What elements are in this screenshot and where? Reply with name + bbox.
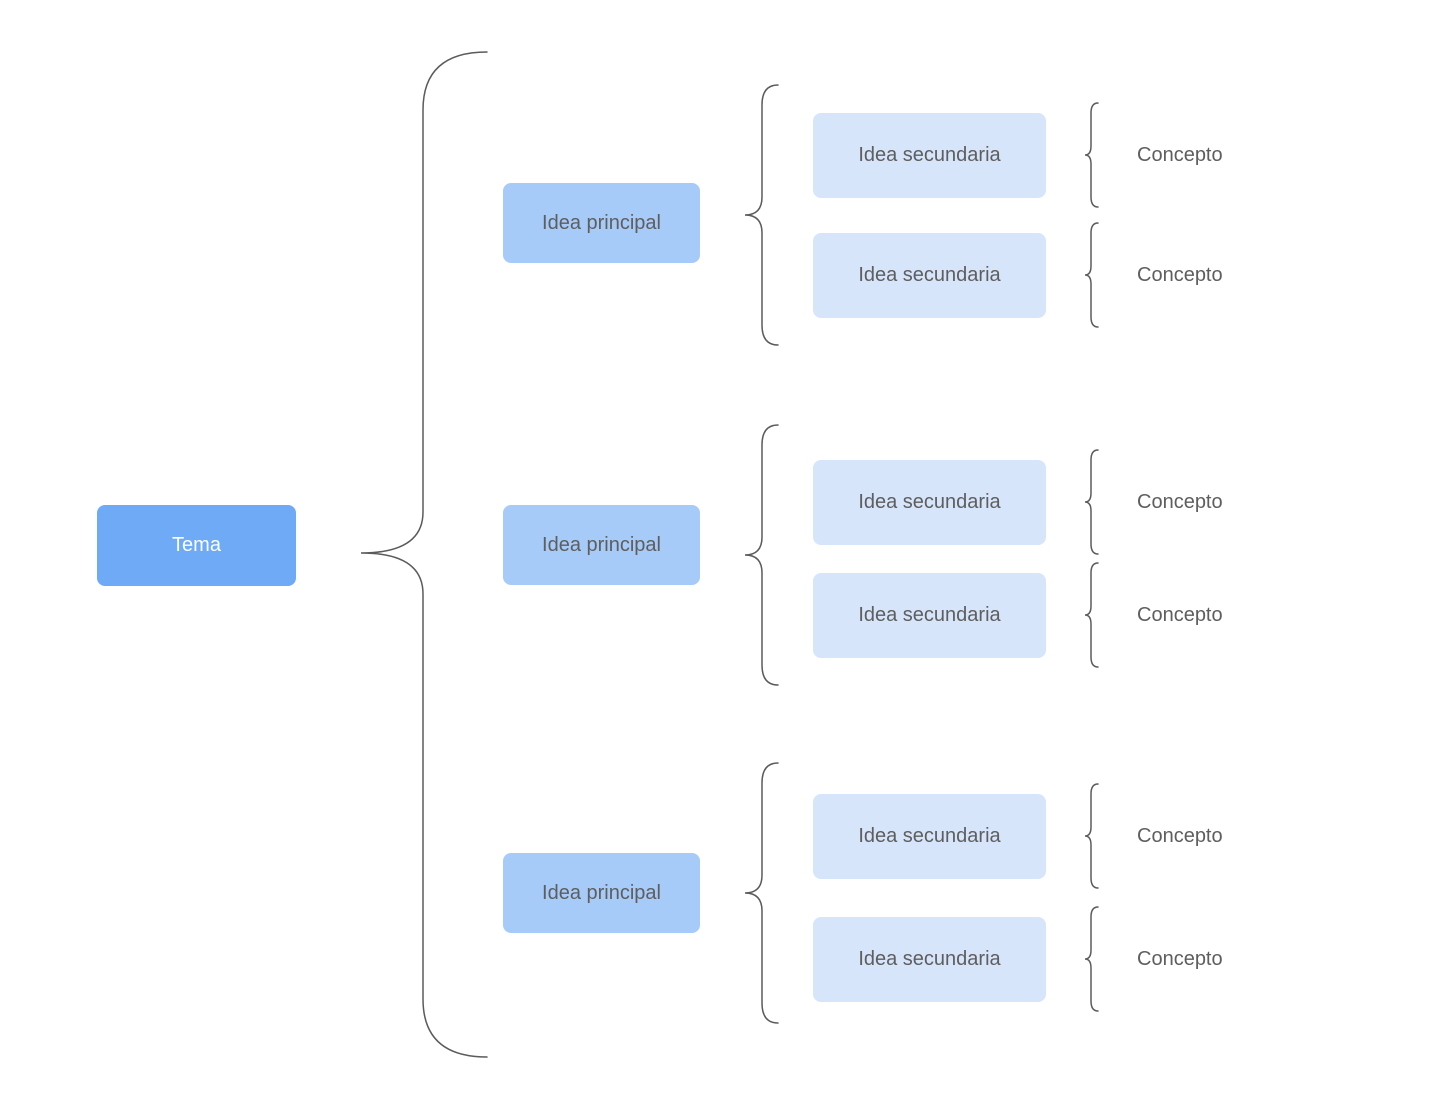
tema-label: Tema xyxy=(172,534,221,556)
idea-principal-label: Idea principal xyxy=(542,211,661,234)
concepto-label-2[interactable]: Concepto xyxy=(1137,263,1223,286)
concepto-label-3[interactable]: Concepto xyxy=(1137,490,1223,513)
idea-secundaria-node-1[interactable]: Idea secundaria xyxy=(813,113,1046,198)
idea-principal-node-3[interactable]: Idea principal xyxy=(503,853,700,933)
idea-principal-node-1[interactable]: Idea principal xyxy=(503,183,700,263)
idea-principal-node-2[interactable]: Idea principal xyxy=(503,505,700,585)
leaf-brace-3 xyxy=(1084,449,1099,555)
leaf-brace-1 xyxy=(1084,102,1099,208)
idea-secundaria-label: Idea secundaria xyxy=(858,144,1001,166)
idea-secundaria-node-2[interactable]: Idea secundaria xyxy=(813,233,1046,318)
branch-brace-3 xyxy=(744,762,779,1024)
leaf-brace-2 xyxy=(1084,222,1099,328)
idea-secundaria-node-4[interactable]: Idea secundaria xyxy=(813,573,1046,658)
concepto-label-5[interactable]: Concepto xyxy=(1137,824,1223,847)
branch-brace-2 xyxy=(744,424,779,686)
branch-brace-1 xyxy=(744,84,779,346)
idea-secundaria-label: Idea secundaria xyxy=(858,604,1001,626)
idea-secundaria-label: Idea secundaria xyxy=(858,264,1001,286)
idea-secundaria-label: Idea secundaria xyxy=(858,825,1001,847)
idea-principal-label: Idea principal xyxy=(542,533,661,556)
concepto-label-6[interactable]: Concepto xyxy=(1137,947,1223,970)
idea-secundaria-node-6[interactable]: Idea secundaria xyxy=(813,917,1046,1002)
leaf-brace-4 xyxy=(1084,562,1099,668)
root-brace xyxy=(360,51,488,1058)
idea-secundaria-node-5[interactable]: Idea secundaria xyxy=(813,794,1046,879)
concepto-label-1[interactable]: Concepto xyxy=(1137,143,1223,166)
tema-node[interactable]: Tema xyxy=(97,505,296,586)
idea-principal-label: Idea principal xyxy=(542,881,661,904)
concepto-label-4[interactable]: Concepto xyxy=(1137,603,1223,626)
idea-secundaria-node-3[interactable]: Idea secundaria xyxy=(813,460,1046,545)
idea-secundaria-label: Idea secundaria xyxy=(858,491,1001,513)
leaf-brace-5 xyxy=(1084,783,1099,889)
leaf-brace-6 xyxy=(1084,906,1099,1012)
idea-secundaria-label: Idea secundaria xyxy=(858,948,1001,970)
